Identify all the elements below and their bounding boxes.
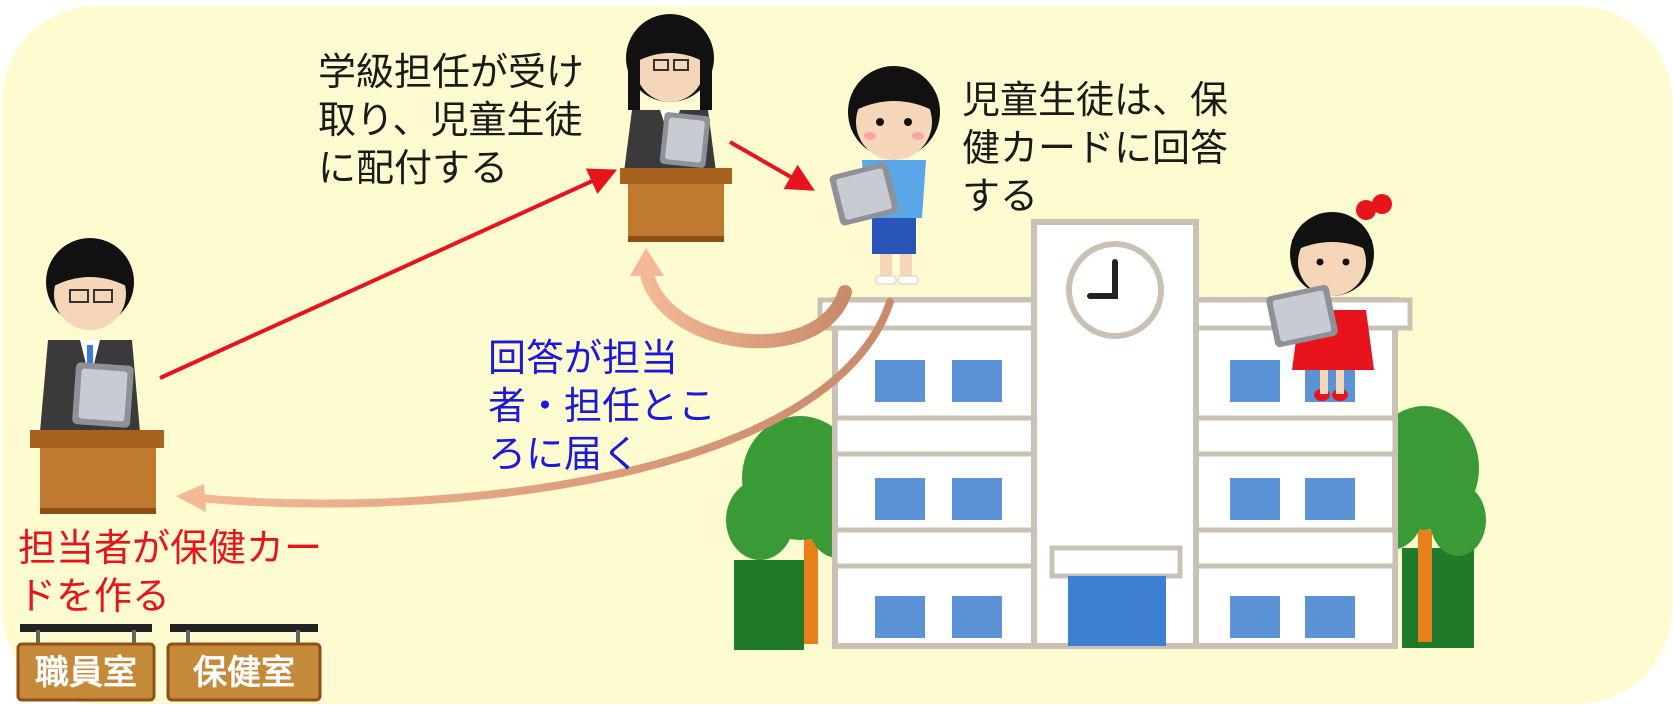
staff-room-sign-label: 職員室: [35, 653, 137, 693]
health-room-sign-label: 保健室: [193, 653, 295, 693]
answers-caption: 回答が担当者・担任ところに届く: [488, 336, 717, 476]
staff-caption: 担当者が保健カードを作る: [18, 526, 323, 618]
return-arrowhead-homeroom: [630, 248, 664, 276]
health-room-sign: [166, 624, 322, 702]
return-arrow-to-homeroom: [639, 263, 852, 349]
boy-with-tablet-icon: [829, 66, 940, 285]
return-arrowhead-staff: [176, 484, 206, 512]
girl-with-tablet-icon: [1266, 194, 1392, 401]
female-teacher-with-tablet-icon: [620, 14, 732, 242]
distribution-arrow-to-homeroom: [159, 168, 618, 380]
homeroom-teacher-caption: 学級担任が受け取り、児童生徒に配付する: [318, 50, 585, 190]
distribution-arrow-to-student: [729, 140, 815, 191]
staff-room-sign: [16, 624, 156, 702]
teacher-with-tablet-icon: [30, 238, 164, 514]
return-arrow-to-staff: [194, 298, 894, 508]
students-caption: 児童生徒は、保健カードに回答する: [962, 78, 1229, 218]
